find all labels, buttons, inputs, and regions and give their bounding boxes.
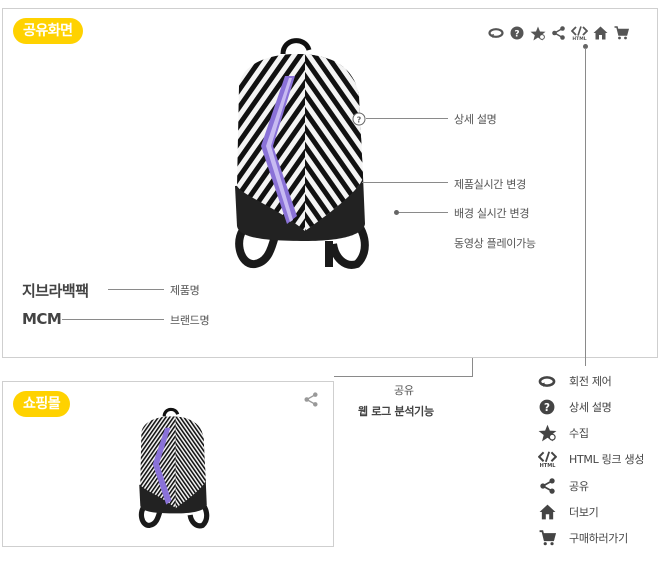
callout-line-realtime-product — [362, 182, 448, 183]
svg-text:?: ? — [357, 116, 362, 125]
legend-item-rotate: 회전 제어 — [537, 371, 612, 391]
brand-name-label: 브랜드명 — [170, 314, 210, 327]
share-label: 공유 — [394, 384, 414, 397]
svg-text:?: ? — [544, 402, 550, 414]
svg-text:HTML: HTML — [572, 36, 586, 40]
product-name-line — [108, 289, 164, 290]
share-screen-badge: 공유화면 — [13, 18, 83, 44]
legend-item-share: 공유 — [537, 476, 589, 496]
brand-name-line — [62, 319, 164, 320]
svg-text:?: ? — [514, 30, 519, 40]
svg-text:HTML: HTML — [539, 463, 556, 467]
viewer-toolbar: ? HTML — [487, 26, 634, 40]
legend-item-buy: 구매하러가기 — [537, 528, 628, 548]
legend-label: 회전 제어 — [569, 375, 612, 388]
help-icon: ? — [537, 397, 557, 417]
legend-item-collect: 수집 — [537, 423, 589, 443]
callout-video-label: 동영상 플레이가능 — [454, 237, 536, 250]
callout-detail-label: 상세 설명 — [454, 113, 497, 126]
product-name-label: 제품명 — [170, 284, 200, 297]
share-connector-horizontal — [334, 376, 473, 377]
callout-line-realtime-background — [399, 212, 448, 213]
shop-share-icon[interactable] — [304, 392, 318, 411]
legend-label: 상세 설명 — [569, 401, 612, 414]
toolbar-connector-dot — [583, 44, 588, 49]
shopping-mall-badge: 쇼핑몰 — [13, 391, 71, 417]
rotate-icon — [537, 371, 557, 391]
callout-dot-background — [394, 210, 399, 215]
rotate-icon[interactable] — [487, 26, 504, 40]
html-code-icon: HTML — [537, 449, 557, 469]
backpack-image — [235, 38, 369, 269]
cart-icon — [537, 528, 557, 548]
callout-realtime-product-label: 제품실시간 변경 — [454, 178, 526, 191]
share-icon — [537, 476, 557, 496]
home-icon — [537, 502, 557, 522]
home-icon[interactable] — [592, 26, 609, 40]
cart-icon[interactable] — [613, 26, 630, 40]
help-icon[interactable]: ? — [508, 26, 525, 40]
legend-item-html: HTML HTML 링크 생성 — [537, 449, 644, 469]
legend-label: 수집 — [569, 427, 589, 440]
callout-realtime-background-label: 배경 실시간 변경 — [454, 207, 530, 220]
html-code-icon[interactable]: HTML — [571, 26, 588, 40]
shop-backpack-image — [138, 407, 210, 529]
legend-label: 공유 — [569, 480, 589, 493]
callout-line-detail — [366, 118, 448, 119]
collect-star-icon — [537, 423, 557, 443]
weblog-analysis-label: 웹 로그 분석기능 — [358, 405, 434, 418]
legend-label: HTML 링크 생성 — [569, 453, 645, 466]
share-connector-vertical — [472, 358, 473, 377]
star-icon[interactable] — [529, 26, 546, 40]
legend-label: 더보기 — [569, 506, 599, 519]
product-name: 지브라백팩 — [22, 282, 89, 300]
legend-label: 구매하러가기 — [569, 532, 628, 545]
toolbar-connector-line — [585, 48, 586, 366]
legend-item-detail: ? 상세 설명 — [537, 397, 612, 417]
legend-item-more: 더보기 — [537, 502, 599, 522]
brand-name: MCM — [22, 310, 62, 328]
detail-hotspot-icon[interactable]: ? — [352, 111, 366, 130]
share-icon[interactable] — [550, 26, 567, 40]
